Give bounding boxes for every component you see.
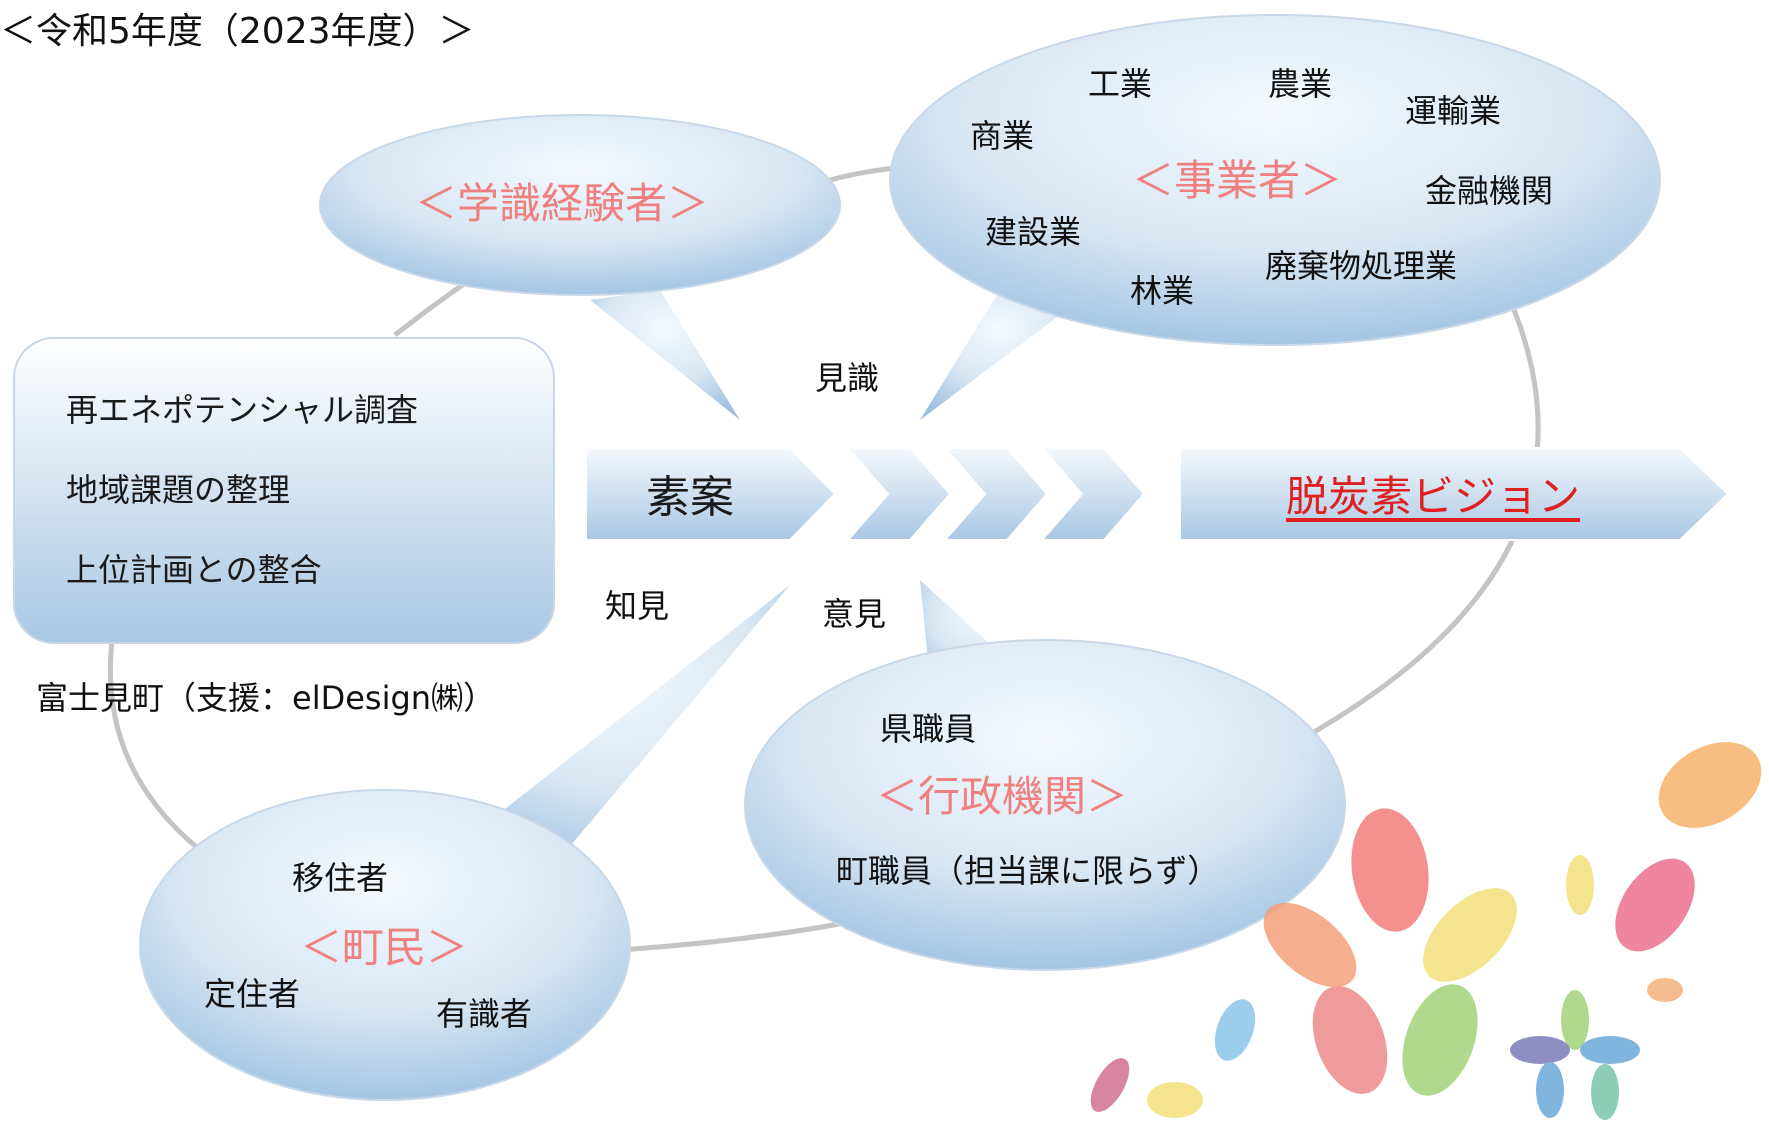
flow-arrows	[585, 447, 1730, 541]
residents-bubble	[139, 585, 790, 1101]
research-box	[13, 337, 555, 644]
business-heading: ＜事業者＞	[1132, 156, 1343, 205]
residents-item: 移住者	[292, 859, 389, 897]
credit-text: 富士見町（支援：elDesign㈱）	[36, 679, 496, 717]
business-item: 廃棄物処理業	[1265, 247, 1458, 285]
government-item: 県職員	[880, 710, 977, 748]
input-label-bottom-right: 意見	[822, 595, 887, 633]
flower-decoration	[1090, 742, 1762, 1120]
input-label-bottom-left: 知見	[605, 587, 670, 625]
business-item: 運輸業	[1405, 92, 1502, 130]
input-label-top: 見識	[815, 359, 880, 397]
business-item: 林業	[1130, 272, 1195, 310]
residents-item: 定住者	[204, 975, 301, 1013]
government-heading: ＜行政機関＞	[876, 772, 1129, 821]
business-item: 工業	[1088, 65, 1153, 103]
research-item: 上位計画との整合	[66, 551, 322, 589]
business-item: 農業	[1268, 65, 1333, 103]
business-item: 商業	[970, 117, 1035, 155]
government-item: 町職員（担当課に限らず）	[836, 852, 1220, 890]
flow-end-label: 脱炭素ビジョン	[1286, 472, 1581, 521]
business-bubble	[889, 14, 1661, 420]
residents-heading: ＜町民＞	[300, 923, 469, 972]
residents-item: 有識者	[436, 995, 533, 1033]
research-item: 再エネポテンシャル調査	[66, 391, 419, 429]
experts-bubble	[319, 114, 841, 420]
flow-start-label: 素案	[646, 472, 734, 523]
government-bubble	[744, 580, 1346, 971]
research-list: 再エネポテンシャル調査 地域課題の整理 上位計画との整合	[66, 392, 418, 632]
business-item: 金融機関	[1425, 172, 1554, 210]
research-item: 地域課題の整理	[66, 471, 291, 509]
experts-heading: ＜学識経験者＞	[415, 179, 710, 228]
page-title: ＜令和5年度（2023年度）＞	[0, 11, 475, 52]
business-item: 建設業	[985, 213, 1082, 251]
